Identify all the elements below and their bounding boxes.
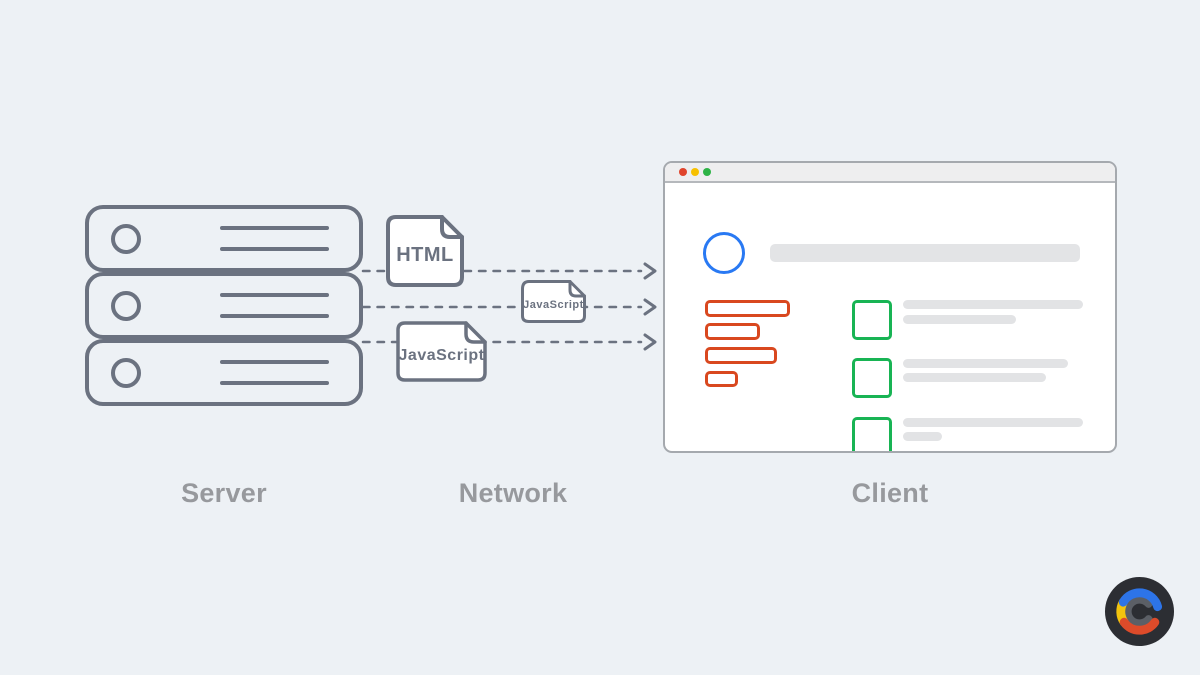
label-client: Client	[851, 478, 929, 508]
server-unit	[85, 339, 363, 406]
arrowhead-icon	[643, 333, 657, 351]
server-unit	[85, 205, 363, 272]
drive-circle-icon	[111, 223, 141, 254]
wireframe-box	[705, 300, 790, 317]
wireframe-box	[705, 347, 777, 364]
traffic-light-yellow-icon	[691, 168, 699, 176]
browser-titlebar	[665, 163, 1115, 183]
label-network: Network	[458, 478, 568, 508]
wireframe-box	[705, 371, 738, 387]
text-placeholder-bar	[903, 359, 1068, 368]
text-placeholder-bar	[903, 432, 942, 441]
drive-circle-icon	[111, 290, 141, 321]
browser-window-icon	[663, 161, 1117, 453]
browser-content	[665, 183, 1115, 451]
drive-circle-icon	[111, 357, 141, 388]
header-placeholder-bar	[770, 244, 1080, 262]
text-placeholder-bar	[903, 300, 1083, 309]
html-file-icon: HTML	[386, 215, 464, 287]
file-label: JavaScript	[398, 346, 485, 364]
arrowhead-icon	[643, 262, 657, 280]
file-label: HTML	[396, 243, 454, 266]
server-vents	[220, 226, 329, 251]
brand-c-logo-icon	[1104, 576, 1175, 647]
green-square-icon	[852, 300, 892, 340]
wireframe-box	[705, 323, 760, 340]
javascript-file-icon: JavaScript	[396, 321, 487, 382]
label-server: Server	[181, 478, 267, 508]
server-vents	[220, 360, 329, 385]
server-vents	[220, 293, 329, 318]
text-placeholder-bar	[903, 373, 1046, 382]
green-square-icon	[852, 417, 892, 451]
traffic-light-green-icon	[703, 168, 711, 176]
circle-avatar-icon	[703, 232, 745, 274]
traffic-light-red-icon	[679, 168, 687, 176]
green-square-icon	[852, 358, 892, 398]
file-label: JavaScript	[523, 298, 584, 311]
arrowhead-icon	[643, 298, 657, 316]
text-placeholder-bar	[903, 418, 1083, 427]
javascript-file-icon: JavaScript	[521, 280, 586, 323]
text-placeholder-bar	[903, 315, 1016, 324]
server-unit	[85, 272, 363, 339]
